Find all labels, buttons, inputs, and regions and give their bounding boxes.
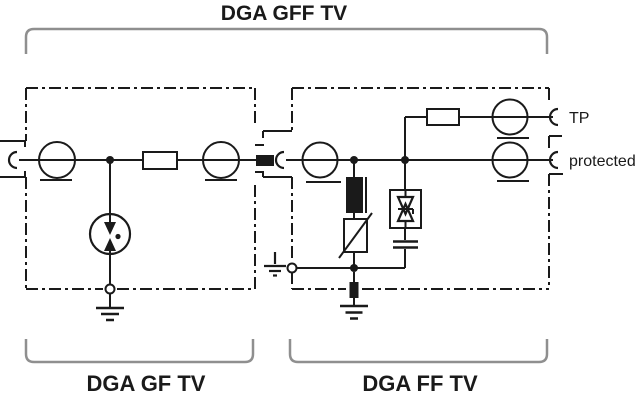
left-block-boundary <box>25 87 256 290</box>
right-block-label: DGA FF TV <box>362 371 478 396</box>
right-block-boundary <box>291 87 550 290</box>
gas-discharge-arrester-icon <box>88 212 132 256</box>
decoupling-circles <box>38 98 529 183</box>
bracket-bottom-left-block <box>24 339 255 364</box>
overall-title: DGA GFF TV <box>221 2 347 25</box>
suppressor-diode-icon <box>389 189 422 229</box>
earth-icon <box>340 304 368 320</box>
capacitor-icon <box>393 240 418 249</box>
signal-wires <box>19 116 553 307</box>
inductor-icon <box>346 177 367 213</box>
protected-port-label: protected <box>569 153 636 170</box>
plug-pin <box>256 155 274 166</box>
tp-port-label: TP <box>569 110 589 127</box>
left-block-entry-marks <box>0 140 264 178</box>
earth-icon <box>264 252 286 277</box>
ground-feedthrough <box>340 282 368 320</box>
bracket-bottom-right-block <box>288 339 549 364</box>
side-earth-terminal <box>264 252 298 277</box>
left-earth-terminal <box>96 283 124 322</box>
bracket-top-overall <box>24 27 549 54</box>
left-block-label: DGA GF TV <box>87 371 206 396</box>
earth-icon <box>96 306 124 322</box>
tp-resistor <box>426 108 460 126</box>
right-block-entry-marks <box>262 130 563 178</box>
protected-connector-icon <box>548 150 559 170</box>
varistor-icon <box>338 212 373 259</box>
junction-dots <box>106 156 409 272</box>
series-resistor <box>142 151 178 170</box>
tp-connector-icon <box>548 107 559 127</box>
coax-input-connector-icon <box>7 150 18 170</box>
mid-plug-connector-icon <box>256 150 285 170</box>
